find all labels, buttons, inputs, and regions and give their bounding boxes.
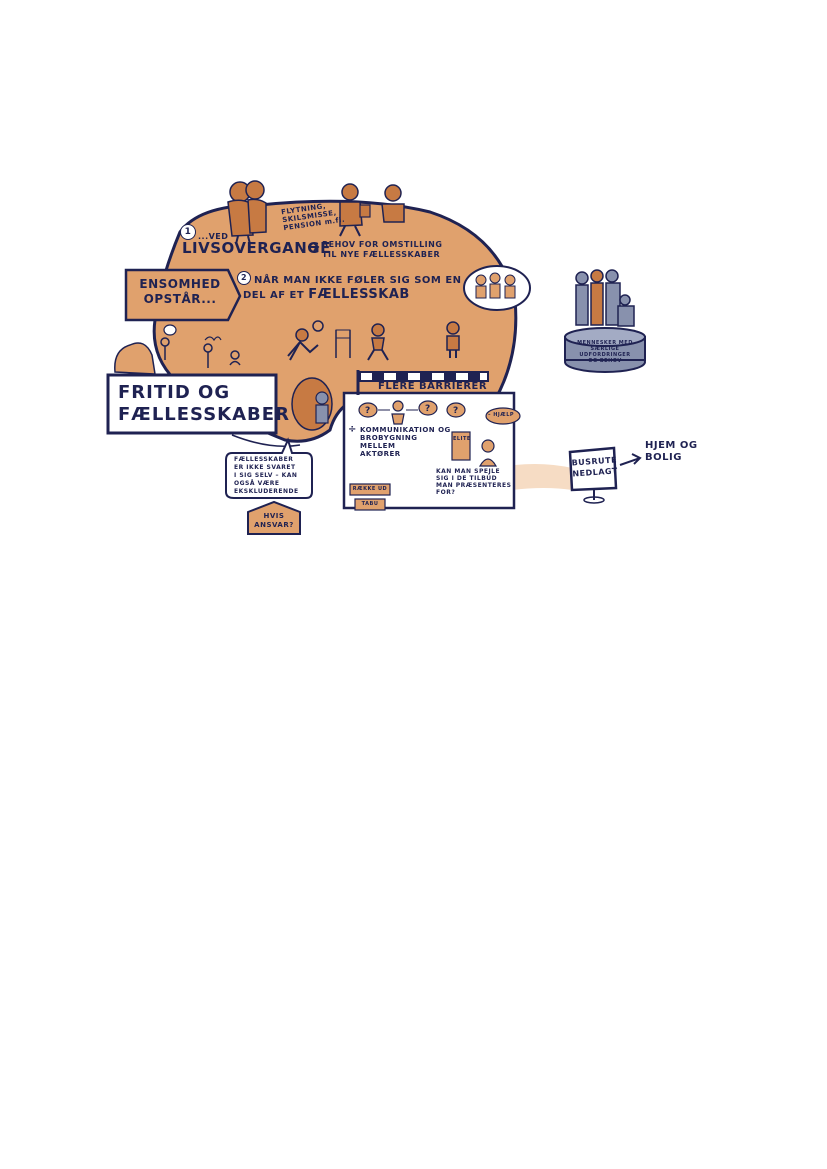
ensomhed-line1: ENSOMHED <box>139 277 221 291</box>
crowd-icon <box>291 377 333 431</box>
help-bubble-shape <box>485 407 521 425</box>
barrier-boom-icon <box>356 370 489 395</box>
tabu-sign <box>354 498 386 511</box>
barrier-list-line: BROBYGNING <box>360 434 418 442</box>
tabu-text: TABU <box>361 501 379 507</box>
barrier-question-line: FOR? <box>436 489 456 496</box>
arrow-item1-icon <box>308 242 320 252</box>
help-bubble-text: – HJÆLP <box>488 412 515 418</box>
main-title: FRITID OG FÆLLESSKABER <box>118 382 290 426</box>
item1-result-line1: BEHOV FOR OMSTILLING <box>322 240 443 249</box>
bubble-note: FÆLLESSKABER ER IKKE SVARET I SIG SELV –… <box>234 456 310 496</box>
statue-caption-line: OG BEHOV <box>588 358 622 364</box>
hvis-line2: ANSVAR? <box>254 521 294 529</box>
connector-line <box>231 434 301 447</box>
barrier-list: KOMMUNIKATION OG BROBYGNING MELLEM AKTØR… <box>360 426 451 458</box>
raekke-ud-sign <box>349 483 391 496</box>
svg-text:?: ? <box>365 406 370 416</box>
bubble-note-line: ER IKKE SVARET <box>234 464 296 471</box>
main-title-line2: FÆLLESSKABER <box>118 404 290 425</box>
hvis-line1: HVIS <box>263 512 285 520</box>
ensomhed-sign-shape <box>124 268 242 322</box>
arrow-to-hjem-icon <box>619 453 642 466</box>
svg-text:?: ? <box>425 404 430 414</box>
elite-poster-icon <box>451 431 471 461</box>
barrier-list-line: AKTØRER <box>360 450 401 458</box>
elite-label: ELITE <box>453 436 471 442</box>
barrier-header: FLERE BARRIERER <box>378 381 488 392</box>
hvis-sign-shape <box>247 500 301 535</box>
friends-group-icon <box>475 272 516 299</box>
item2-line2: DEL AF ET FÆLLESSKAB <box>243 288 410 302</box>
statue-caption-line: MENNESKER MED <box>577 340 633 346</box>
item2-number-badge: 2 <box>237 271 251 285</box>
barrier-question-line: KAN MAN SPEJLE <box>436 468 501 475</box>
item1-number-badge: 1 <box>180 224 196 240</box>
question-bubbles-icon: ? ? ? <box>358 400 466 425</box>
ensomhed-line2: OPSTÅR... <box>143 292 217 306</box>
statue-caption: MENNESKER MED SÆRLIGE UDFORDRINGER OG BE… <box>567 340 643 364</box>
hjem-og-bolig: HJEM OG BOLIG <box>645 440 698 464</box>
ensomhed-sign-text: ENSOMHED OPSTÅR... <box>130 277 230 307</box>
barrier-question-line: MAN PRÆSENTERES <box>436 482 512 489</box>
barrier-question-line: SIG I DE TILBUD <box>436 475 498 482</box>
hvis-sign-text: HVIS ANSVAR? <box>248 512 300 530</box>
note-bubble-shape <box>225 437 313 499</box>
barrier-list-line: KOMMUNIKATION OG <box>360 426 451 434</box>
bubble-note-line: FÆLLESSKABER <box>234 456 294 463</box>
bystanders-icon <box>114 324 241 375</box>
lonely-person-icon <box>446 321 460 358</box>
item2-line1: NÅR MAN IKKE FØLER SIG SOM EN <box>254 275 462 286</box>
barrier-list-marker: ÷ <box>348 424 357 435</box>
raekke-ud-text: RÆKKE UD <box>352 486 388 492</box>
moving-person-icon <box>339 183 371 237</box>
bubble-note-line: EKSKLUDERENDE <box>234 488 299 495</box>
bubble-note-line: I SIG SELV – KAN <box>234 472 298 479</box>
main-title-box <box>106 373 278 435</box>
barrier-list-line: MELLEM <box>360 442 396 450</box>
family-figures-icon <box>227 180 267 245</box>
elderly-person-icon <box>381 184 405 223</box>
worried-person-icon <box>478 439 498 467</box>
bus-sign-text: BUSRUTE NEDLAGT <box>571 454 618 479</box>
statue-caption-line: SÆRLIGE UDFORDRINGER <box>579 346 631 358</box>
bubble-note-line: OGSÅ VÆRE <box>234 480 280 487</box>
item1-prefix: ...VED <box>198 232 229 241</box>
item1-result-line2: TIL NYE FÆLLESSKABER <box>322 250 441 259</box>
item2-line2-keyword: FÆLLESSKAB <box>308 287 410 302</box>
svg-text:?: ? <box>453 406 458 416</box>
hjem-line1: HJEM OG <box>645 440 698 451</box>
item2-line2-prefix: DEL AF ET <box>243 290 305 301</box>
road-path <box>512 464 572 490</box>
barrier-question: KAN MAN SPEJLE SIG I DE TILBUD MAN PRÆSE… <box>436 468 511 496</box>
hjem-line2: BOLIG <box>645 452 682 463</box>
main-title-line1: FRITID OG <box>118 382 231 403</box>
item1-keyword: LIVSOVERGANGE <box>182 239 331 257</box>
bus-sign-icon <box>568 446 618 504</box>
badminton-players-icon <box>287 320 389 361</box>
statue-icon <box>564 269 646 373</box>
